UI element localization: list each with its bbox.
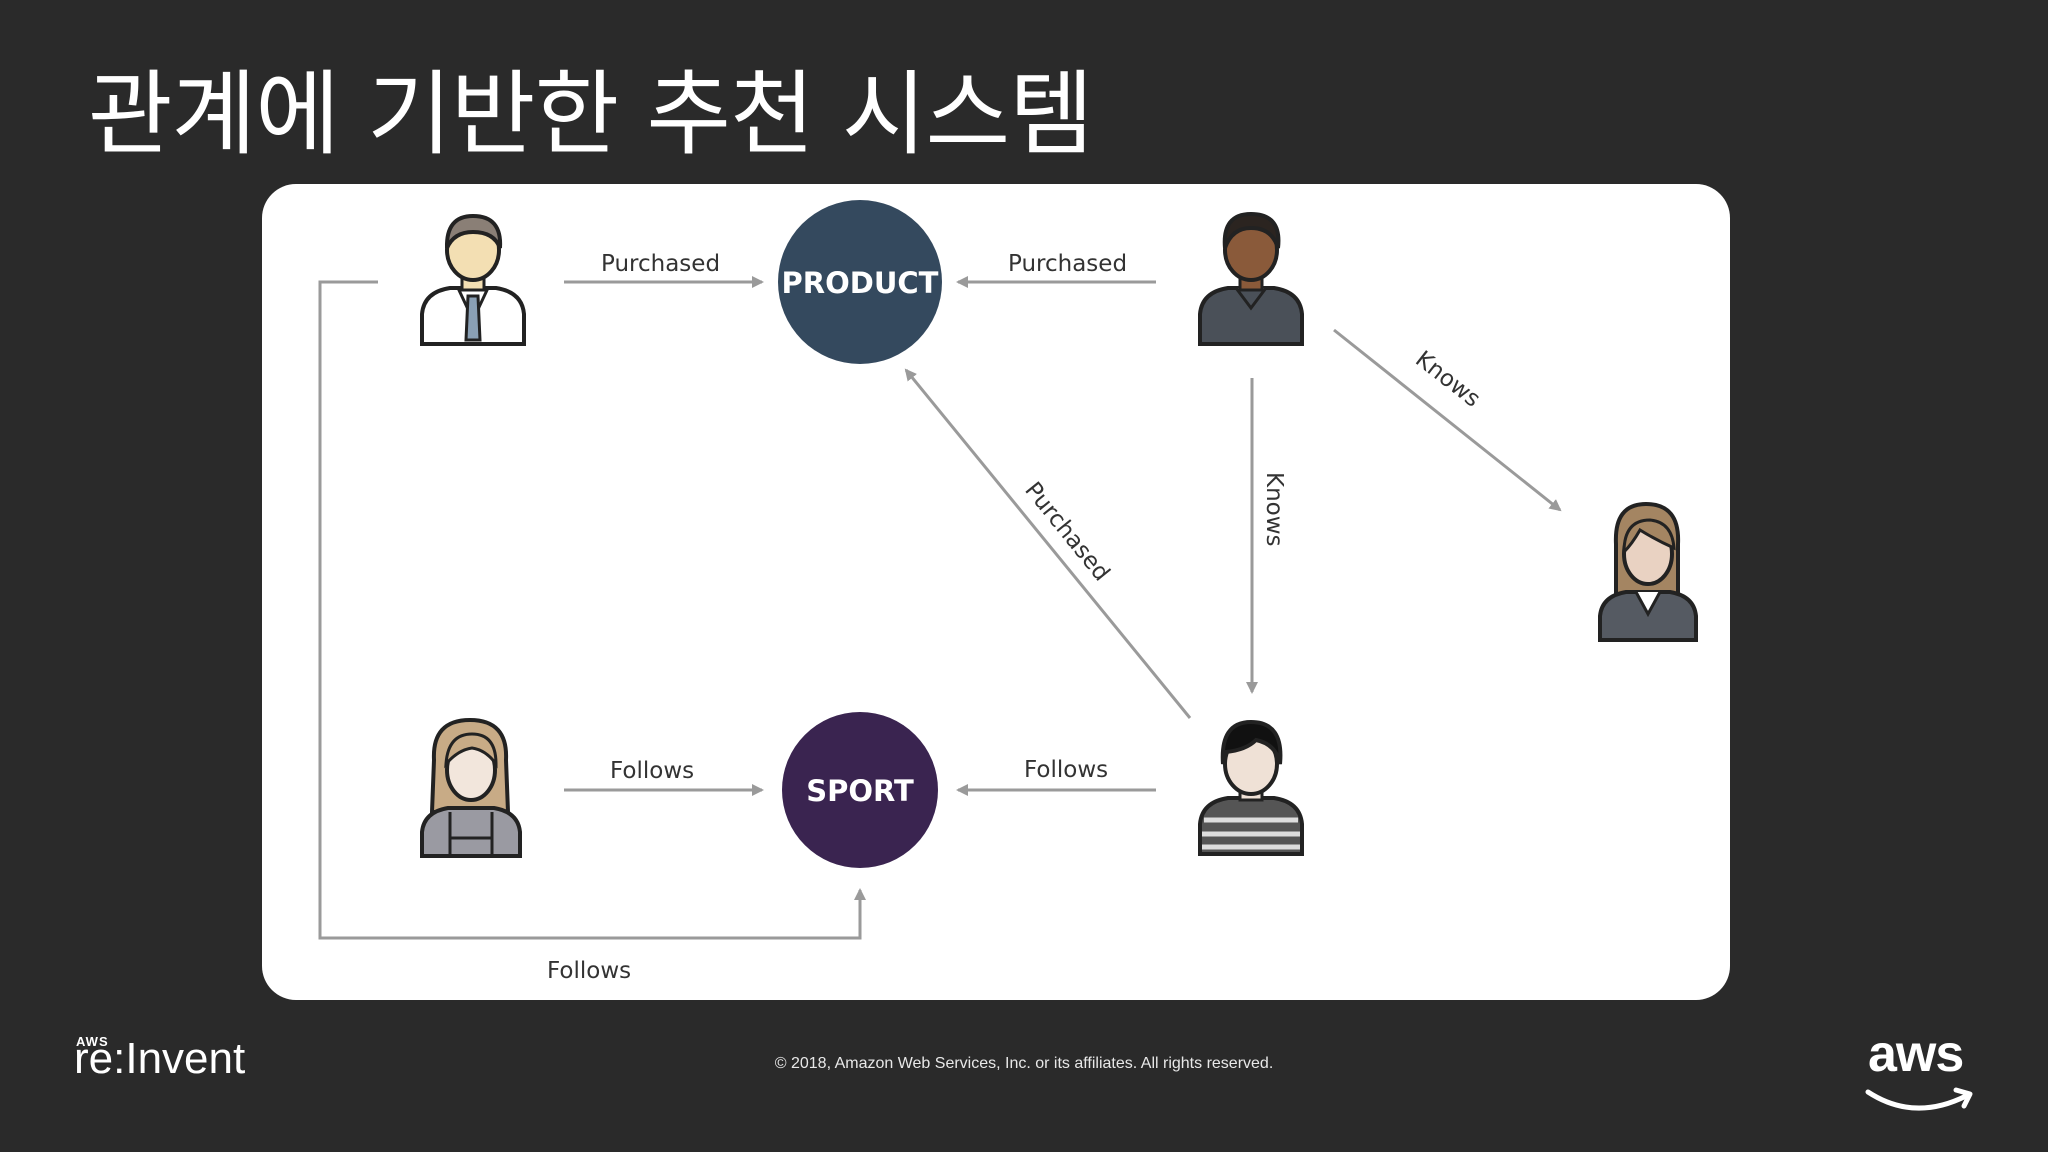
copyright-text: © 2018, Amazon Web Services, Inc. or its… [774, 1055, 1274, 1072]
edge-p1-follows-sport [318, 280, 866, 940]
product-node: PRODUCT [778, 200, 942, 364]
slide-title: 관계에 기반한 추천 시스템 [88, 61, 1094, 168]
person-woman-brown-hair-icon [1598, 501, 1698, 642]
edge-p3-purchased-product [904, 368, 1192, 719]
person-man-striped-shirt-icon [1198, 719, 1304, 856]
person-man-dark-icon [1198, 211, 1304, 346]
sport-node: SPORT [782, 712, 938, 868]
aws-logo: aws [1862, 1025, 1982, 1120]
product-node-label: PRODUCT [782, 266, 939, 300]
diagram-panel: Purchased Purchased Purchased Knows Know… [262, 184, 1730, 1000]
reinvent-logo-text: re:Invent [74, 1034, 246, 1083]
sport-node-label: SPORT [806, 774, 914, 808]
label-p5-follows: Follows [610, 758, 694, 784]
person-businessman-icon [420, 213, 526, 346]
relationship-diagram: Purchased Purchased Purchased Knows Know… [318, 200, 1698, 984]
label-p1-purchased: Purchased [601, 251, 720, 277]
aws-logo-text: aws [1868, 1025, 1964, 1083]
aws-smile-icon [1865, 1087, 1973, 1111]
label-p2-knows-p3: Knows [1261, 472, 1287, 547]
label-p1-follows: Follows [547, 958, 631, 984]
person-woman-blonde-icon [420, 717, 522, 858]
edge-p2-knows-p4 [1333, 328, 1562, 512]
reinvent-logo-aws-text: AWS [76, 1034, 109, 1049]
label-p2-knows-p4: Knows [1410, 346, 1485, 412]
label-p3-follows: Follows [1024, 757, 1108, 783]
label-p2-purchased: Purchased [1008, 251, 1127, 277]
label-p3-purchased: Purchased [1019, 477, 1114, 586]
